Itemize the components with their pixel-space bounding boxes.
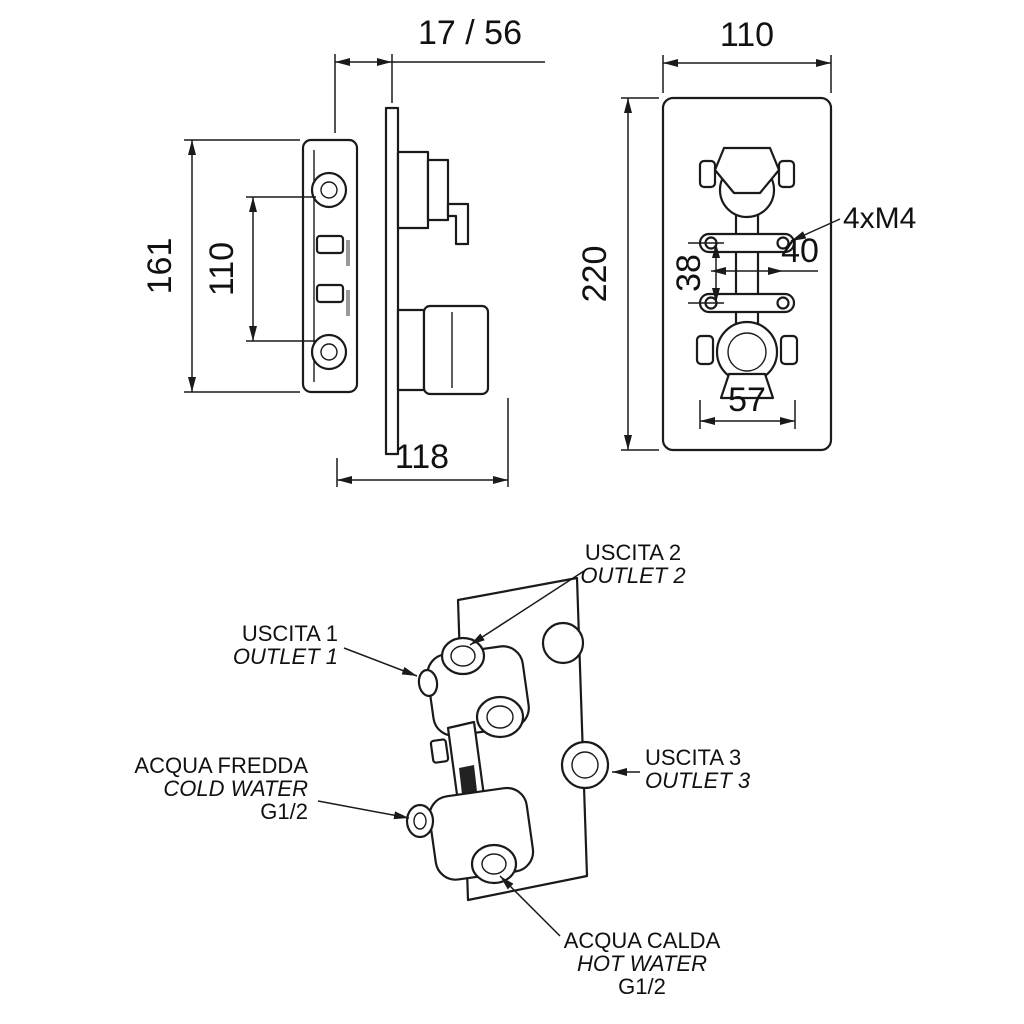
label-outlet3: USCITA 3 OUTLET 3	[645, 745, 751, 793]
label-outlet1: USCITA 1 OUTLET 1	[233, 621, 338, 669]
screw-callout: 4xM4	[790, 202, 916, 242]
outlet3-en: OUTLET 3	[645, 768, 751, 793]
side-view: 17 / 56 161 110 118	[141, 14, 545, 487]
hot-it: ACQUA CALDA	[564, 928, 721, 953]
side-top-port	[310, 171, 348, 209]
leader-outlet2	[469, 570, 585, 646]
upper-valve-block	[417, 636, 530, 739]
dim-wall-depth-text: 17 / 56	[418, 14, 522, 52]
valve-connector	[429, 720, 486, 804]
dim-handle-width: 57	[699, 381, 796, 429]
connection-view: USCITA 2 OUTLET 2 USCITA 1 OUTLET 1 USCI…	[134, 540, 750, 999]
body-marking	[346, 290, 350, 316]
outlet2-it: USCITA 2	[585, 540, 681, 565]
leader-hot	[499, 875, 561, 937]
screw-callout-text: 4xM4	[843, 202, 916, 235]
dim-screw-spacing-v: 38	[670, 242, 724, 304]
label-hot-water: ACQUA CALDA HOT WATER G1/2	[564, 928, 721, 999]
front-bottom-handle	[695, 320, 799, 400]
dim-screw-spacing-v-text: 38	[670, 254, 708, 292]
dim-plate-width-text: 110	[720, 16, 774, 54]
cold-size: G1/2	[260, 799, 308, 824]
outlet2-en: OUTLET 2	[580, 563, 685, 588]
outlet3-port	[560, 740, 610, 790]
side-valve-body	[301, 138, 359, 394]
outlet1-port	[417, 668, 439, 698]
lower-valve-block	[405, 786, 535, 885]
front-view: 110 220 4xM4 40 38	[576, 16, 916, 452]
hot-size: G1/2	[618, 974, 666, 999]
dim-total-depth: 118	[336, 398, 509, 487]
outlet1-en: OUTLET 1	[233, 644, 338, 669]
dim-total-height: 161	[141, 139, 300, 393]
dim-total-height-text: 161	[141, 238, 179, 295]
rear-top-port	[541, 621, 585, 665]
dim-plate-height: 220	[576, 97, 659, 451]
label-cold-water: ACQUA FREDDA COLD WATER G1/2	[134, 753, 308, 824]
dim-handle-width-text: 57	[728, 381, 766, 419]
dim-port-spacing: 110	[203, 196, 316, 342]
cold-en: COLD WATER	[163, 776, 308, 801]
body-marking	[346, 240, 350, 266]
screw-hole	[776, 236, 790, 250]
screw-hole	[776, 296, 790, 310]
leader-cold	[317, 800, 410, 820]
leader-outlet1	[343, 647, 418, 677]
hot-inlet-port	[470, 843, 518, 885]
dim-wall-depth: 17 / 56	[334, 14, 545, 133]
outlet2-port	[440, 636, 486, 676]
dim-plate-width: 110	[662, 16, 832, 93]
side-wall-plate	[384, 106, 400, 456]
dim-screw-spacing-h-text: 40	[781, 232, 819, 270]
side-top-handle	[396, 150, 470, 246]
cold-inlet-port	[405, 803, 435, 839]
side-bottom-port	[310, 333, 348, 371]
hot-en: HOT WATER	[577, 951, 707, 976]
outlet3-it: USCITA 3	[645, 745, 741, 770]
side-bottom-handle	[396, 304, 490, 396]
label-outlet2: USCITA 2 OUTLET 2	[580, 540, 685, 588]
front-top-knob	[698, 146, 796, 219]
dim-screw-spacing-h: 40	[711, 232, 819, 275]
outlet1-it: USCITA 1	[242, 621, 338, 646]
dim-total-depth-text: 118	[395, 438, 449, 476]
cold-it: ACQUA FREDDA	[134, 753, 308, 778]
dim-plate-height-text: 220	[576, 246, 614, 303]
dim-port-spacing-text: 110	[203, 242, 241, 296]
